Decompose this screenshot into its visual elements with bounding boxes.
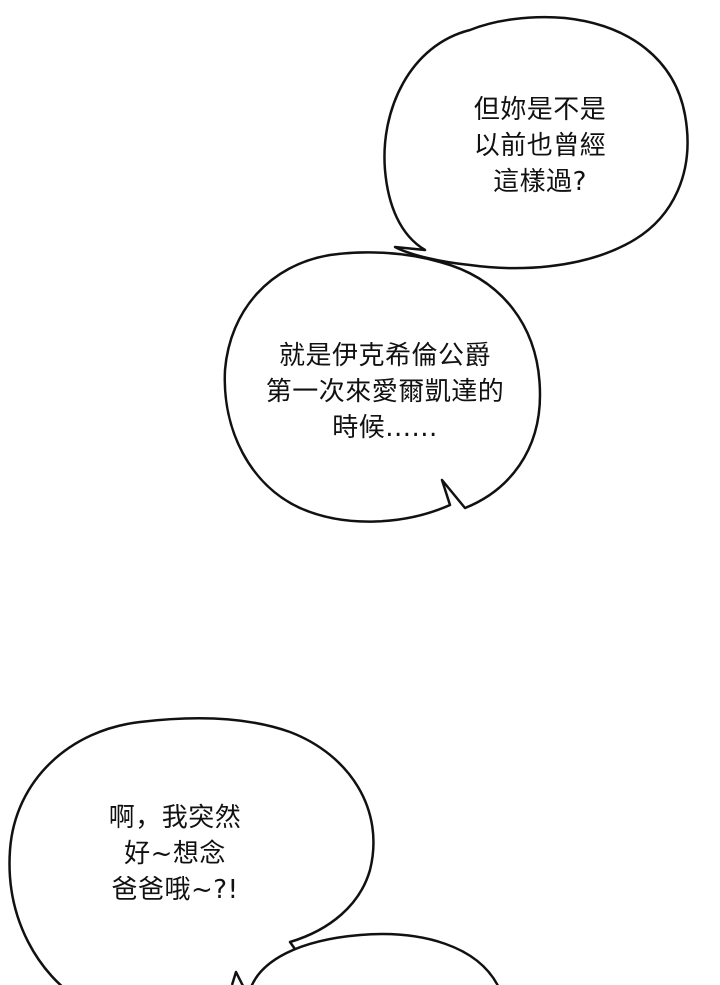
- bubble-2-line-2: 第一次來愛爾凱達的: [265, 377, 505, 407]
- speech-bubble-4-tail: [230, 970, 244, 985]
- speech-bubble-2-outline: [223, 251, 542, 523]
- speech-bubble-1-text: 但妳是不是 以前也曾經 這樣過?: [440, 92, 640, 200]
- speech-bubble-3-outline: [8, 717, 375, 985]
- bubble-3-line-3: 爸爸哦~?!: [111, 875, 239, 905]
- bubble-1-line-2: 以前也曾經: [473, 131, 607, 161]
- bubble-2-line-1: 就是伊克希倫公爵: [278, 341, 491, 371]
- bubble-3-line-2: 好~想念: [124, 839, 226, 869]
- bubble-3-line-1: 啊，我突然: [108, 803, 242, 833]
- speech-bubble-4-outline: [250, 932, 499, 985]
- bubble-1-line-3: 這樣過?: [493, 167, 587, 197]
- speech-bubble-2-text: 就是伊克希倫公爵 第一次來愛爾凱達的 時候......: [235, 338, 535, 446]
- bubble-1-line-1: 但妳是不是: [473, 95, 607, 125]
- speech-bubble-1-outline: [383, 15, 689, 270]
- speech-bubble-3-text: 啊，我突然 好~想念 爸爸哦~?!: [60, 800, 290, 908]
- bubble-2-line-3: 時候......: [332, 413, 438, 443]
